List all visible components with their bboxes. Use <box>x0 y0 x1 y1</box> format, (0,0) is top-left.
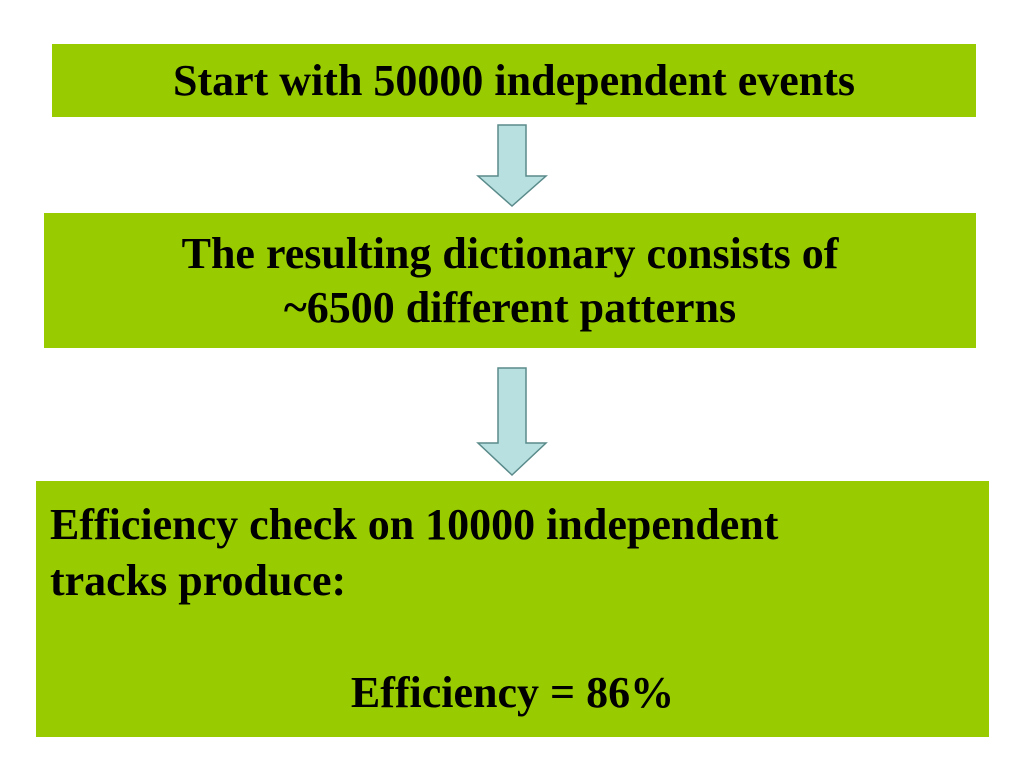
efficiency-box: Efficiency check on 10000 independent tr… <box>36 481 989 737</box>
start-box: Start with 50000 independent events <box>52 44 976 117</box>
dictionary-text-line1: The resulting dictionary consists of <box>181 228 839 278</box>
efficiency-text-line2: tracks produce: <box>50 556 347 605</box>
dictionary-text-line2: ~6500 different patterns <box>283 282 737 332</box>
down-arrow-icon <box>476 124 548 208</box>
efficiency-result: Efficiency = 86% <box>350 668 675 717</box>
spacer <box>50 609 989 665</box>
efficiency-text-line1: Efficiency check on 10000 independent <box>50 500 779 549</box>
dictionary-box: The resulting dictionary consists of ~65… <box>44 213 976 348</box>
start-text: Start with 50000 independent events <box>172 56 856 105</box>
down-arrow-icon <box>476 367 548 477</box>
